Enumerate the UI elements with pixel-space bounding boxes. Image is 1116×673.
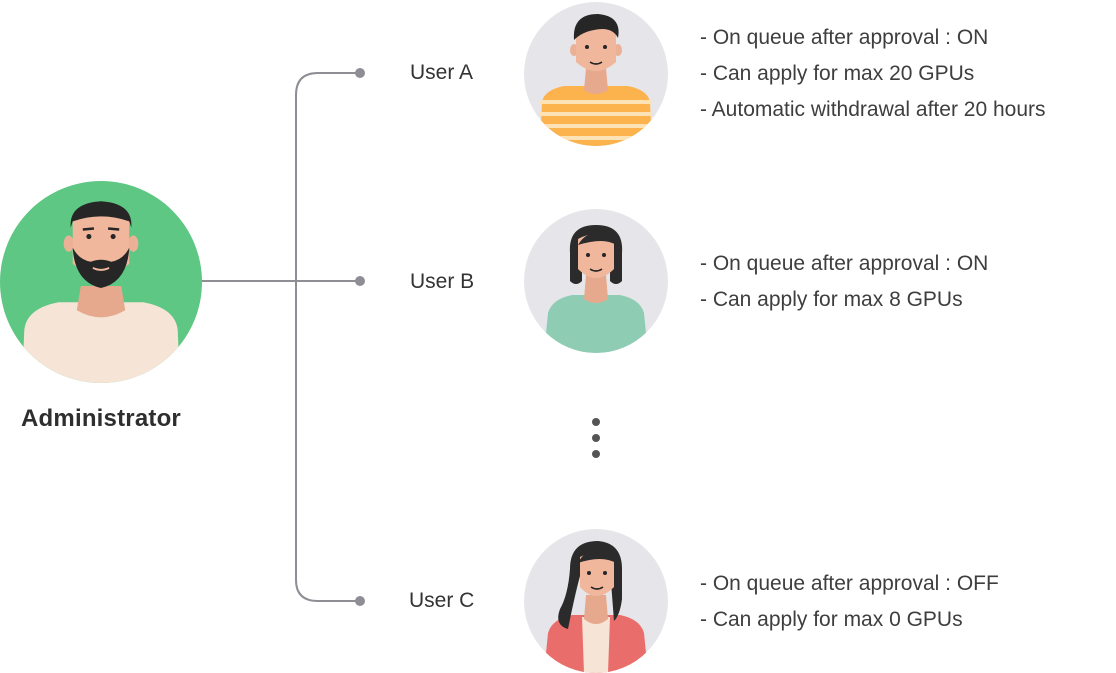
user-c-label: User C (409, 589, 475, 612)
user-a-rules: - On queue after approval : ON - Can app… (700, 20, 1046, 128)
user-a-label: User A (410, 61, 474, 84)
bearded-man-avatar-icon (0, 181, 202, 383)
user-b-rule: - Can apply for max 8 GPUs (700, 288, 963, 311)
woman-green-shirt-avatar-icon (524, 209, 668, 353)
woman-red-cardigan-avatar-icon (524, 529, 668, 673)
user-a-rule: - Can apply for max 20 GPUs (700, 62, 975, 85)
ellipsis-dot (592, 418, 600, 426)
ellipsis-dot (592, 450, 600, 458)
branch-user-a-line (295, 72, 358, 602)
user-c-rule: - Can apply for max 0 GPUs (700, 608, 963, 631)
user-b-label: User B (410, 270, 475, 293)
user-a-rule: - Automatic withdrawal after 20 hours (700, 98, 1046, 121)
administrator-label: Administrator (21, 405, 181, 432)
user-c-rule: - On queue after approval : OFF (700, 572, 999, 595)
user-c-connector-dot (355, 596, 365, 606)
user-b-connector-dot (355, 276, 365, 286)
man-striped-shirt-avatar-icon (524, 2, 668, 146)
user-b-rule: - On queue after approval : ON (700, 252, 989, 275)
user-c-rules: - On queue after approval : OFF - Can ap… (700, 566, 999, 638)
user-a-connector-dot (355, 68, 365, 78)
ellipsis-dot (592, 434, 600, 442)
user-a-rule: - On queue after approval : ON (700, 26, 989, 49)
vertical-ellipsis-icon (590, 418, 602, 466)
user-b-rules: - On queue after approval : ON - Can app… (700, 246, 988, 318)
